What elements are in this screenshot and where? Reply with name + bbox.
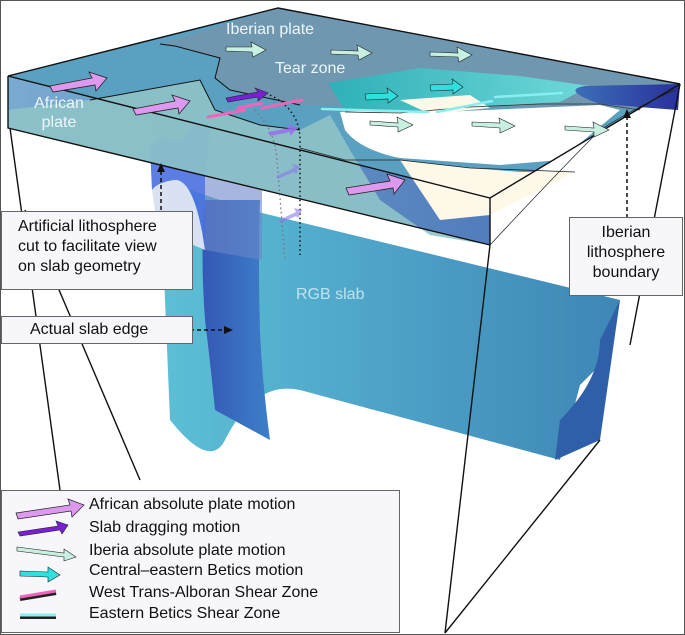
legend-item-african: African absolute plate motion (2, 495, 397, 520)
iberian-boundary-callout: Iberian lithosphere boundary (569, 217, 683, 296)
west-trans-alboran-shear-zone (206, 98, 304, 119)
coastline-south (89, 79, 301, 131)
slab-drag-arrow-faint (276, 164, 300, 179)
rgb-slab-label: RGB slab (296, 286, 365, 303)
legend-label: Central–eastern Betics motion (89, 562, 304, 579)
legend-item-betics: Central–eastern Betics motion (2, 561, 397, 583)
eastern-betics-shear-zone (320, 91, 564, 114)
coastline-north (159, 43, 301, 106)
slab-drag-arrow-faint (279, 208, 302, 223)
legend-item-eastern-betics: Eastern Betics Shear Zone (2, 604, 397, 624)
thin-arrow-icon (16, 546, 77, 562)
legend: African absolute plate motion Slab dragg… (1, 490, 400, 633)
cream-region-a (400, 95, 490, 114)
callout-line: cut to facilitate view (18, 238, 157, 255)
legend-label: Eastern Betics Shear Zone (89, 605, 281, 622)
african-arrows (49, 71, 406, 196)
coastline-iberia (344, 103, 641, 114)
white-iberia (340, 105, 620, 165)
callout-line: Iberian (601, 224, 651, 241)
legend-label: African absolute plate motion (89, 496, 296, 513)
dotted-guide-2 (254, 109, 286, 261)
artificial-cut-callout: Artificial lithosphere cut to facilitate… (1, 211, 193, 290)
shear-line-icon (19, 589, 57, 601)
box-edges (7, 7, 681, 634)
slab-drag-arrow (225, 87, 269, 103)
african-plate-text: African plate (34, 95, 84, 131)
coastline-east (299, 147, 576, 173)
callout-line: Artificial lithosphere (18, 218, 157, 235)
shear-line-icon (20, 613, 56, 619)
small-arrow-icon (19, 566, 61, 583)
betics-arrows (364, 78, 464, 104)
legend-item-iberia: Iberia absolute plate motion (2, 541, 397, 562)
legend-item-slab-drag: Slab dragging motion (2, 518, 397, 538)
callout-line: lithosphere (586, 244, 666, 261)
legend-label: Slab dragging motion (89, 519, 241, 536)
african-plate-label: African plate (24, 94, 94, 132)
large-arrow-icon (15, 498, 85, 520)
cream-region-b (400, 160, 575, 220)
slab-right-edge (555, 300, 620, 460)
slab-body (160, 180, 620, 460)
legend-item-west-trans-alboran: West Trans-Alboran Shear Zone (2, 583, 397, 603)
tear-zone-label: Tear zone (275, 60, 346, 77)
callout-line: on slab geometry (18, 258, 141, 275)
iberian-plate-label: Iberian plate (226, 21, 315, 38)
legend-label: West Trans-Alboran Shear Zone (89, 584, 319, 601)
arrow-icon (17, 520, 69, 537)
slab-edge-band (202, 200, 270, 440)
iberia-arrows (225, 41, 610, 138)
africa-light-region (8, 80, 490, 245)
legend-label: Iberia absolute plate motion (89, 542, 286, 559)
callout-line: boundary (592, 264, 660, 281)
slab-drag-arrow-faint (268, 124, 298, 136)
dotted-guide-1 (269, 94, 301, 255)
eastern-dark-zone (575, 84, 680, 110)
callout-line: Actual slab edge (30, 321, 149, 338)
slab-edge-callout: Actual slab edge (1, 316, 193, 344)
